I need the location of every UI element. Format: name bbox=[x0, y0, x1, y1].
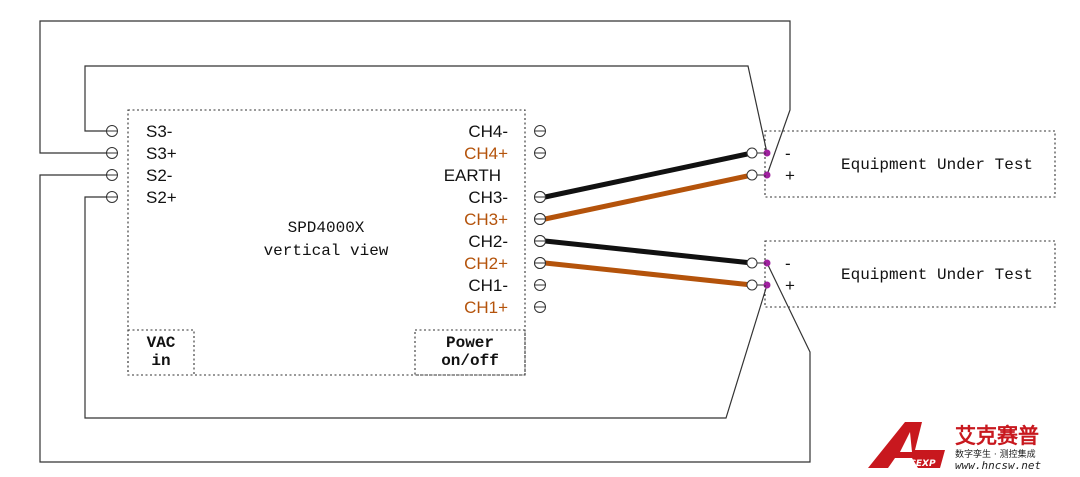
terminal-label-earth: EARTH bbox=[444, 166, 501, 185]
terminal-ch1-plus[interactable]: CH1+ bbox=[464, 298, 546, 317]
device-title: SPD4000X bbox=[288, 219, 365, 237]
cable-ch2-plus bbox=[542, 260, 755, 288]
terminal-label-ch3-plus: CH3+ bbox=[464, 210, 508, 229]
eut-2: - + Equipment Under Test bbox=[764, 240, 1056, 308]
device-box bbox=[127, 109, 526, 376]
junction-dot bbox=[763, 259, 771, 267]
terminal-s3-plus[interactable]: S3+ bbox=[106, 144, 177, 163]
eut-1: - + Equipment Under Test bbox=[764, 130, 1056, 198]
terminal-label-ch1-plus: CH1+ bbox=[464, 298, 508, 317]
terminal-label-ch2-minus: CH2- bbox=[468, 232, 508, 251]
terminal-label-s3-plus: S3+ bbox=[146, 144, 177, 163]
terminal-label-s2-plus: S2+ bbox=[146, 188, 177, 207]
device-subtitle: vertical view bbox=[264, 242, 389, 260]
left-terminals: S3- S3+ S2- S2+ bbox=[106, 122, 177, 207]
terminal-ch1-minus[interactable]: CH1- bbox=[468, 276, 546, 295]
right-terminals: CH4- CH4+ EARTH CH3- CH3+ CH2- CH2 bbox=[444, 122, 546, 317]
cable-ch2-minus bbox=[542, 238, 755, 266]
terminal-ch2-plus[interactable]: CH2+ bbox=[464, 254, 546, 273]
sense-wire-s2-plus bbox=[84, 196, 768, 419]
terminal-s2-minus[interactable]: S2- bbox=[106, 166, 173, 185]
sense-wire-s3-plus bbox=[39, 20, 791, 176]
watermark-logo-text: ACCEXP bbox=[895, 459, 936, 469]
watermark-brand: 艾克赛普 bbox=[955, 424, 1039, 448]
cable-ch3-plus bbox=[542, 172, 755, 222]
terminal-label-ch4-plus: CH4+ bbox=[464, 144, 508, 163]
sense-wire-s2-minus bbox=[39, 174, 811, 463]
sense-wire-s3-minus bbox=[84, 65, 768, 154]
terminal-label-ch4-minus: CH4- bbox=[468, 122, 508, 141]
terminal-ch3-plus[interactable]: CH3+ bbox=[464, 210, 546, 229]
watermark-tagline: 数字孪生 · 测控集成 bbox=[955, 448, 1036, 460]
cable-ch3-minus bbox=[542, 150, 755, 200]
watermark-url: www.hncsw.net bbox=[955, 459, 1041, 472]
junction-dot bbox=[763, 149, 771, 157]
terminal-earth[interactable]: EARTH bbox=[444, 166, 501, 185]
power-label-line2: on/off bbox=[441, 352, 499, 370]
power-label-line1: Power bbox=[446, 334, 494, 352]
terminal-ch4-minus[interactable]: CH4- bbox=[468, 122, 546, 141]
vac-box bbox=[127, 329, 195, 376]
terminal-label-s3-minus: S3- bbox=[146, 122, 172, 141]
eut-1-title: Equipment Under Test bbox=[841, 156, 1033, 174]
eut-2-title: Equipment Under Test bbox=[841, 266, 1033, 284]
terminal-label-s2-minus: S2- bbox=[146, 166, 172, 185]
eut-2-minus-label: - bbox=[785, 254, 791, 273]
terminal-label-ch3-minus: CH3- bbox=[468, 188, 508, 207]
cable-terminals bbox=[534, 147, 771, 291]
terminal-label-ch1-minus: CH1- bbox=[468, 276, 508, 295]
watermark: ACCEXP 艾克赛普 数字孪生 · 测控集成 www.hncsw.net bbox=[868, 422, 1041, 472]
eut-1-minus-label: - bbox=[785, 144, 791, 163]
terminal-ch3-minus[interactable]: CH3- bbox=[468, 188, 546, 207]
terminal-label-ch2-plus: CH2+ bbox=[464, 254, 508, 273]
terminal-ch2-minus[interactable]: CH2- bbox=[468, 232, 546, 251]
eut-2-plus-label: + bbox=[785, 276, 795, 295]
terminal-ch4-plus[interactable]: CH4+ bbox=[464, 144, 546, 163]
watermark-logo-icon: ACCEXP bbox=[868, 422, 945, 469]
sense-wires bbox=[39, 20, 811, 463]
terminal-s3-minus[interactable]: S3- bbox=[106, 122, 173, 141]
vac-label-line1: VAC bbox=[147, 334, 176, 352]
eut-1-plus-label: + bbox=[785, 166, 795, 185]
vac-label-line2: in bbox=[151, 352, 170, 370]
terminal-s2-plus[interactable]: S2+ bbox=[106, 188, 177, 207]
power-box bbox=[414, 329, 526, 376]
power-cables bbox=[542, 150, 755, 288]
